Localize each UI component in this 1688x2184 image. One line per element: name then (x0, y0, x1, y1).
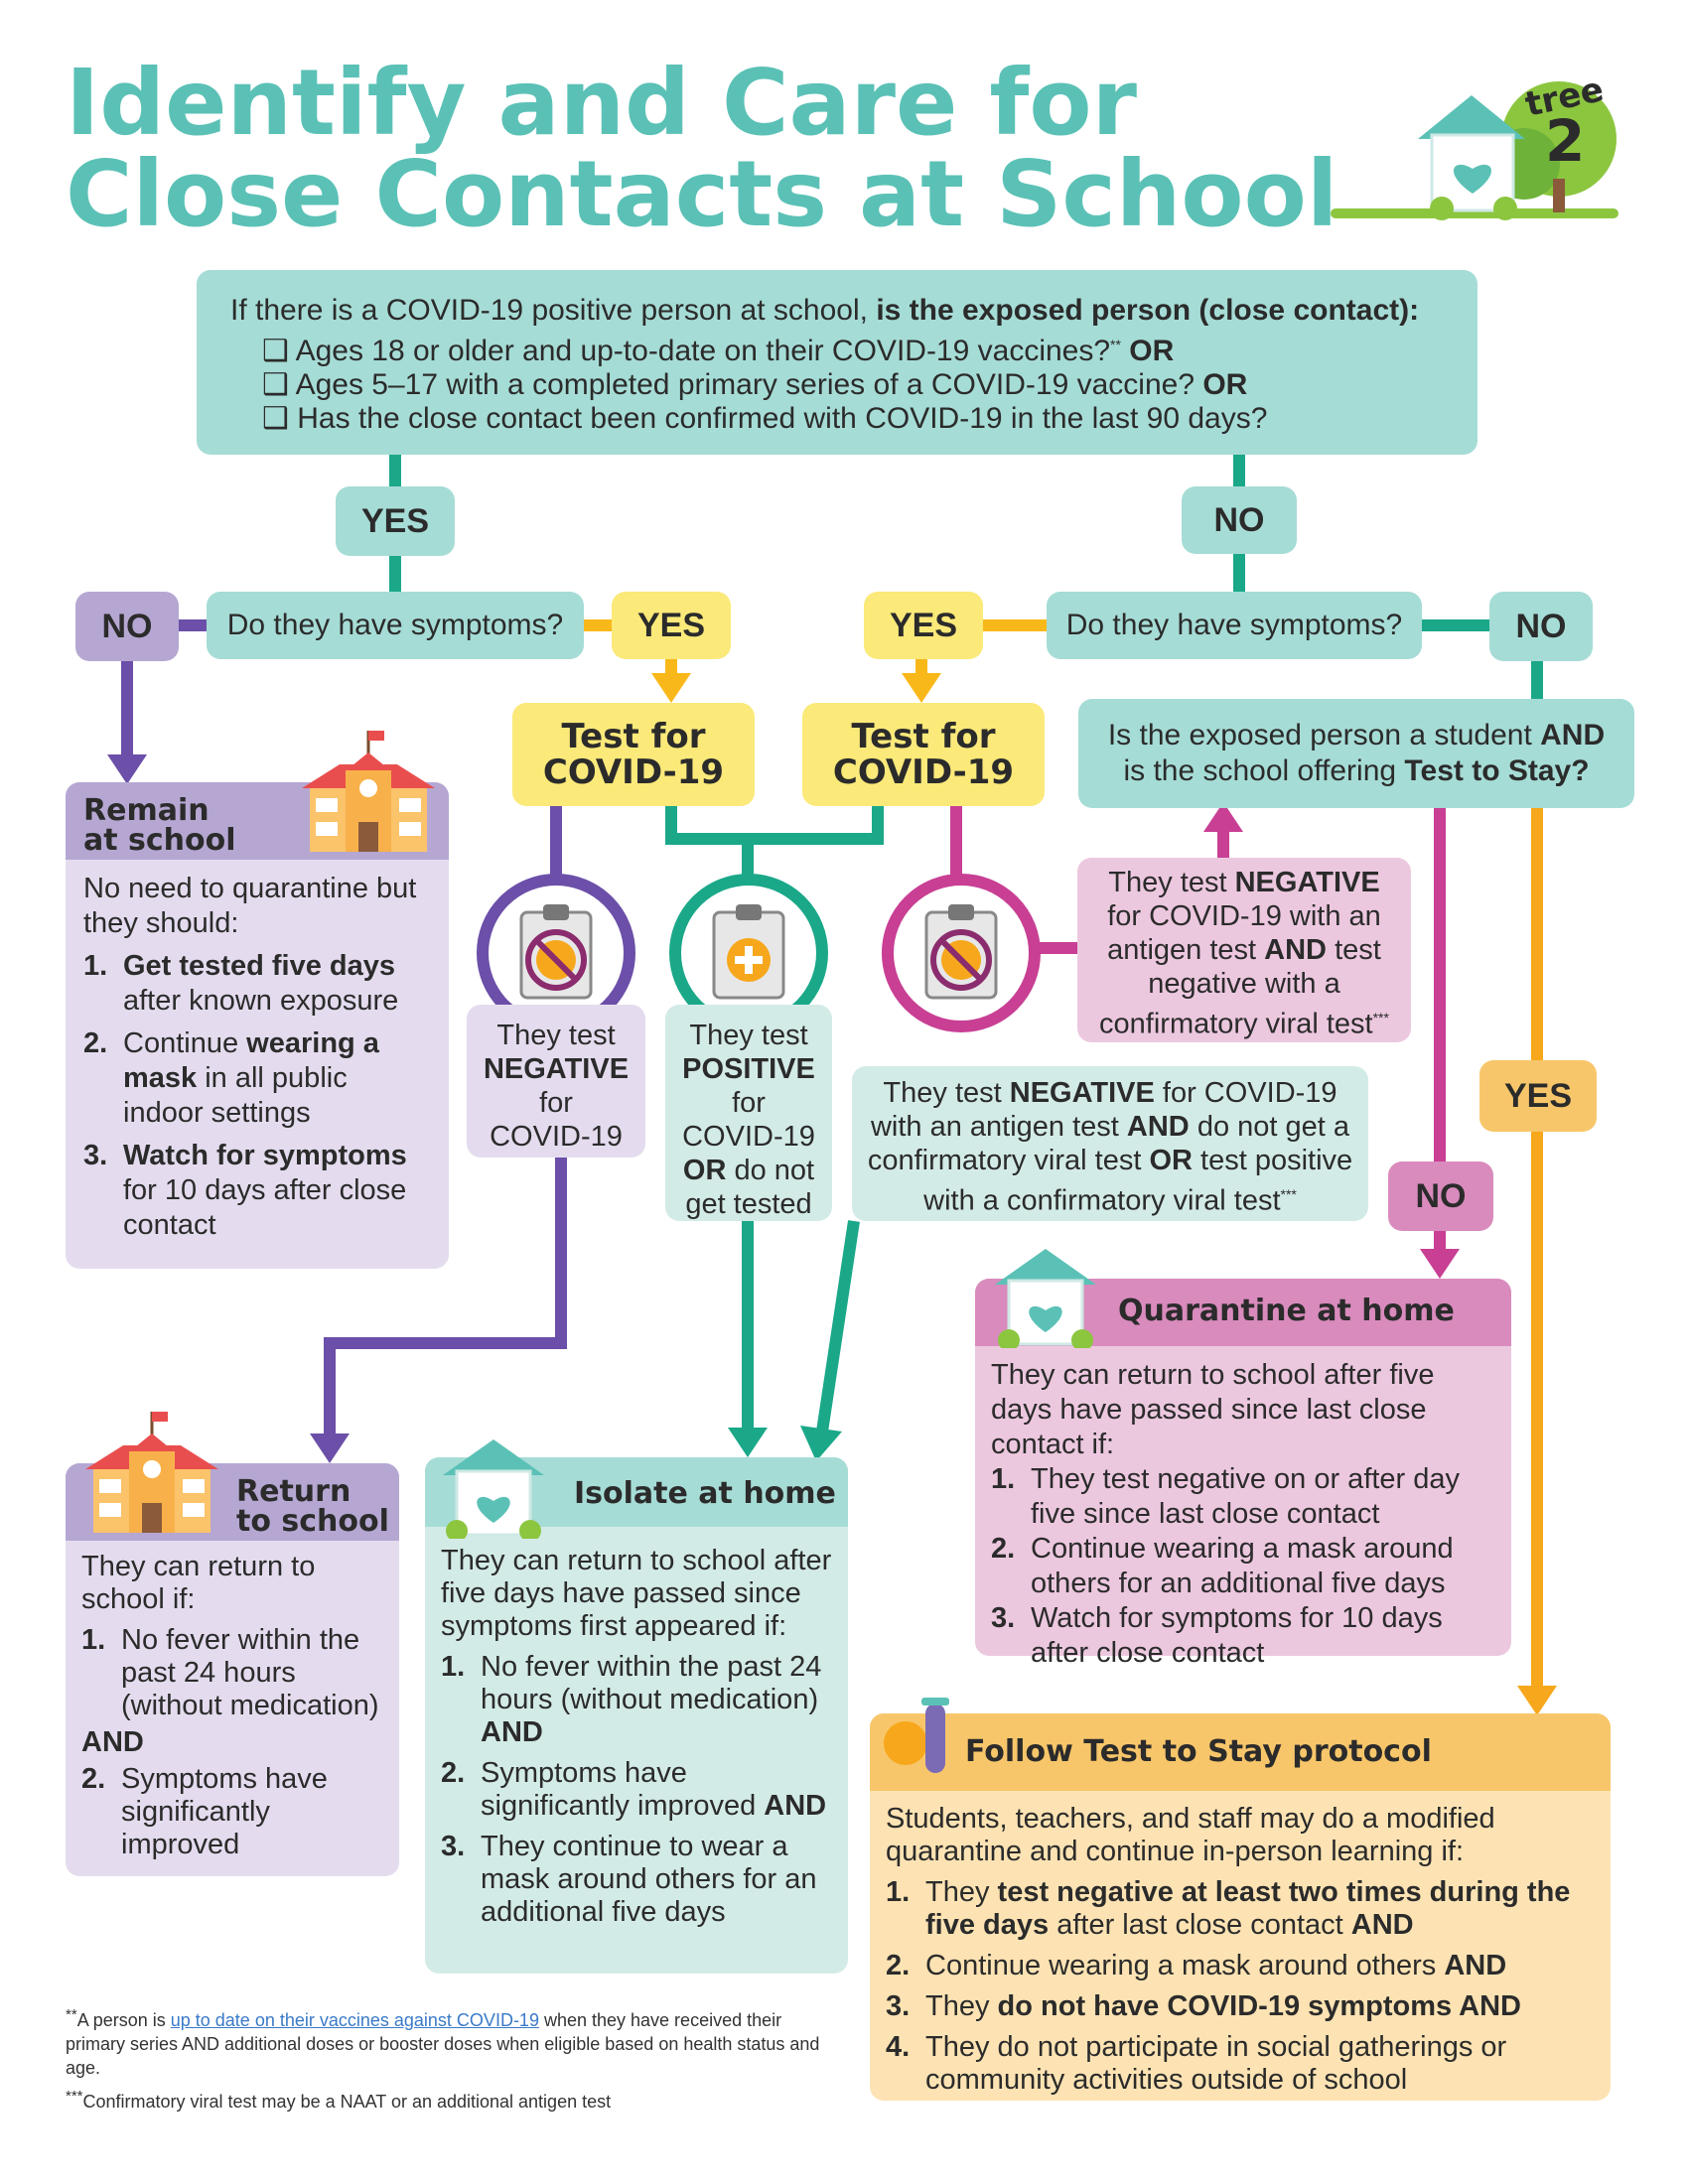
arrow-to-quarantine (1420, 1249, 1460, 1279)
house-heart-icon (995, 1249, 1096, 1348)
checkbox-icon: ❑ (262, 368, 296, 401)
student-test-to-stay-question: Is the exposed person a student AND is t… (1078, 699, 1634, 808)
test-to-stay-box: Follow Test to Stay protocol Students, t… (870, 1698, 1611, 2101)
isolate-item-3: 3.They continue to wear a mask around ot… (441, 1831, 817, 1928)
checkbox-icon: ❑ (262, 335, 296, 367)
quarantine-at-home-box: Quarantine at home They can return to sc… (975, 1249, 1511, 1669)
tts-item-1: 1.They test negative at least two times … (886, 1876, 1571, 1941)
arrow-to-remain (107, 754, 147, 784)
remain-intro: No need to quarantine but they should: (83, 873, 417, 939)
arrow-to-student-question (1203, 802, 1243, 832)
isolate-intro: They can return to school after five day… (441, 1545, 832, 1642)
tree2-logo (1331, 81, 1618, 220)
quarantine-item-2: 2.Continue wearing a mask around others … (991, 1533, 1454, 1599)
return-and: AND (81, 1726, 144, 1758)
quarantine-item-1: 1.They test negative on or after day fiv… (991, 1463, 1461, 1530)
title-line-1: Identify and Care for (66, 50, 1137, 156)
school-building-icon (85, 1412, 218, 1533)
virus-test-tube-icon (884, 1698, 949, 1773)
footnote-vaccine: **A person is up to date on their vaccin… (66, 2006, 820, 2078)
vaccine-up-to-date-link[interactable]: up to date on their vaccines against COV… (170, 2010, 539, 2030)
checkbox-icon: ❑ (262, 402, 298, 435)
school-building-icon (302, 731, 435, 852)
label-no-right: NO (1489, 592, 1593, 661)
remain-item-3: 3.Watch for symptoms for 10 days after c… (83, 1140, 407, 1241)
remain-item-1: 1.Get tested five days after known expos… (83, 950, 399, 1017)
isolate-at-home-box: Isolate at home They can return to schoo… (425, 1439, 848, 1974)
return-to-school-box: Return to school They can return to scho… (66, 1412, 399, 1876)
footnote-confirmatory: ***Confirmatory viral test may be a NAAT… (66, 2088, 612, 2112)
return-item-1: 1.No fever within the past 24 hours (wit… (81, 1624, 379, 1721)
remain-item-2: 2.Continue wearing a mask in all public … (83, 1027, 379, 1129)
label-no-left: NO (75, 592, 179, 661)
label-yes-test-to-stay: YES (1479, 1060, 1597, 1132)
isolate-item-1: 1.No fever within the past 24 hours (wit… (441, 1651, 822, 1748)
top-question-box: If there is a COVID-19 positive person a… (197, 270, 1477, 455)
arrow-to-test-right (902, 673, 941, 703)
tts-item-3: 3.They do not have COVID-19 symptoms AND (886, 1990, 1521, 2022)
top-question-intro: If there is a COVID-19 positive person a… (230, 294, 1420, 327)
tts-item-2: 2.Continue wearing a mask around others … (886, 1950, 1507, 1981)
antigen-mixed-box: They test NEGATIVE for COVID-19 with an … (852, 1066, 1368, 1221)
symptoms-question-right: Do they have symptoms? (1047, 592, 1422, 659)
quarantine-intro: They can return to school after five day… (991, 1359, 1435, 1460)
remain-header: Remain at school (83, 793, 236, 858)
title-line-2: Close Contacts at School (66, 141, 1338, 247)
remain-at-school-box: Remain at school No need to quarantine b… (66, 731, 449, 1269)
symptoms-question-left: Do they have symptoms? (207, 592, 584, 659)
test-antigen-icon (882, 874, 1041, 1032)
antigen-negative-box: They test NEGATIVE for COVID-19 with an … (1077, 858, 1411, 1042)
logo-number: 2 (1545, 107, 1586, 175)
arrow-to-test-left (651, 673, 691, 703)
label-no-test-to-stay: NO (1388, 1161, 1493, 1231)
arrow-to-return (310, 1433, 350, 1463)
top-question-item-2: ❑ Ages 5–17 with a completed primary ser… (262, 368, 1248, 401)
arrow-to-tts (1517, 1686, 1557, 1715)
label-yes-right: YES (864, 592, 983, 659)
isolate-item-2: 2.Symptoms have significantly improved A… (441, 1757, 827, 1822)
quarantine-item-3: 3.Watch for symptoms for 10 days after c… (991, 1602, 1443, 1669)
return-item-2: 2.Symptoms have significantly improved (81, 1763, 328, 1860)
tts-intro: Students, teachers, and staff may do a m… (886, 1803, 1495, 1867)
tts-header: Follow Test to Stay protocol (965, 1734, 1432, 1769)
label-yes-left: YES (612, 592, 731, 659)
isolate-header: Isolate at home (574, 1476, 836, 1511)
quarantine-header: Quarantine at home (1118, 1294, 1455, 1328)
house-heart-icon (443, 1439, 544, 1539)
label-no-top: NO (1182, 486, 1297, 554)
arrow-to-isolate (728, 1428, 768, 1457)
top-question-item-1: ❑ Ages 18 or older and up-to-date on the… (262, 335, 1175, 367)
tts-item-4: 4.They do not participate in social gath… (886, 2031, 1507, 2096)
return-header: Return to school (236, 1474, 389, 1539)
top-question-item-3: ❑ Has the close contact been confirmed w… (262, 402, 1268, 435)
label-yes-top: YES (336, 486, 455, 556)
return-intro: They can return to school if: (81, 1551, 316, 1615)
